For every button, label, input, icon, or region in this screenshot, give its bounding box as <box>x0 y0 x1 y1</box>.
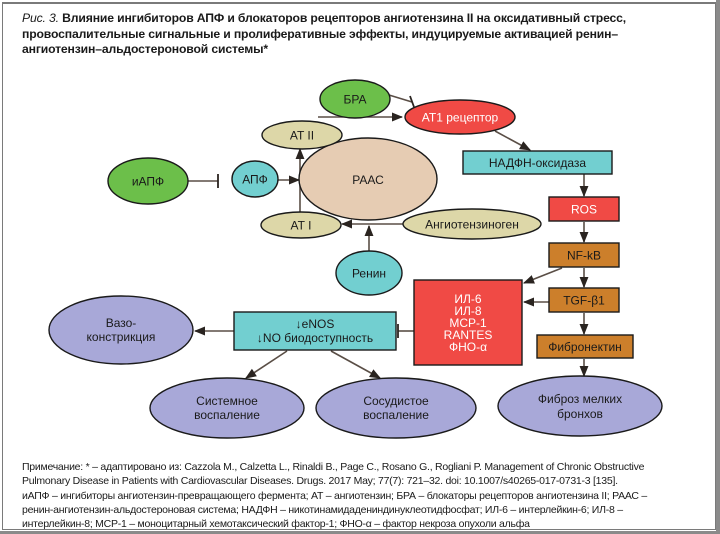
node-nadph-oxidase: НАДФН-оксидаза <box>462 150 613 175</box>
node-nfkb: NF-kB <box>548 242 620 268</box>
arrow-nfkb-cytokines <box>522 267 563 284</box>
node-at2-label: AT II <box>290 129 314 143</box>
cytokine-il8: ИЛ-8 <box>454 304 481 318</box>
figure-caption: Рис. 3. Влияние ингибиторов АПФ и блокат… <box>22 11 662 58</box>
node-raas: РААС <box>298 137 438 221</box>
node-bra-label: БРА <box>343 93 366 107</box>
cytokine-mcp1: MCP-1 <box>449 316 487 330</box>
node-at1-receptor-label: AT1 рецептор <box>422 111 499 125</box>
node-enos-line2: ↓NO биодоступность <box>257 331 373 345</box>
node-nadph-oxidase-label: НАДФН-оксидаза <box>489 156 587 170</box>
node-at1-receptor: AT1 рецептор <box>404 99 516 135</box>
inhibit-bar-bra <box>409 95 415 108</box>
node-bra: БРА <box>319 79 391 119</box>
node-apf: АПФ <box>231 160 279 198</box>
node-enos-line1: ↓eNOS <box>296 317 335 331</box>
frame-shadow-bottom <box>0 531 720 534</box>
node-fibrosis-line2: бронхов <box>557 407 603 421</box>
node-fibronectin: Фибронектин <box>536 334 634 359</box>
node-fibrosis-line1: Фиброз мелких <box>538 392 622 406</box>
arrow-enos-systemic <box>245 350 288 379</box>
node-ros-label: ROS <box>571 203 597 217</box>
node-vaso-line1: Вазо- <box>106 316 137 330</box>
node-renin-label: Ренин <box>352 267 386 281</box>
node-vascular-line2: воспаление <box>363 408 429 422</box>
node-at1-label: AT I <box>291 219 312 233</box>
node-apf-label: АПФ <box>242 173 268 187</box>
node-at1: AT I <box>260 211 342 239</box>
node-vaso-line2: констрикция <box>87 330 156 344</box>
inhibit-bra-at1r <box>388 94 413 103</box>
node-iapf-label: иАПФ <box>132 175 164 189</box>
note-line: ренин-ангиотензин-альдостероновая систем… <box>22 503 623 516</box>
cytokine-rantes: RANTES <box>444 328 493 342</box>
note-line: Pulmonary Disease in Patients with Cardi… <box>22 475 618 488</box>
node-nfkb-label: NF-kB <box>567 249 601 263</box>
node-angiotensinogen: Ангиотензиноген <box>402 208 542 240</box>
node-tgf: TGF-β1 <box>548 287 620 313</box>
node-raas-label: РААС <box>352 173 384 187</box>
figure-label: Рис. 3. <box>22 11 59 25</box>
node-fibronectin-label: Фибронектин <box>548 340 622 354</box>
node-vasoconstriction: Вазо- констрикция <box>48 295 194 365</box>
node-at2: AT II <box>261 120 343 150</box>
note-line: иАПФ – ингибиторы ангиотензин-превращающ… <box>22 489 648 502</box>
cytokine-tnf: ФНО-α <box>449 340 487 354</box>
node-vascular-line1: Сосудистое <box>363 394 429 408</box>
node-angiotensinogen-label: Ангиотензиноген <box>425 218 519 232</box>
node-ros: ROS <box>548 196 620 222</box>
node-systemic-line2: воспаление <box>194 408 260 422</box>
figure-note: Примечание: * – адаптировано из: Cazzola… <box>22 460 702 531</box>
node-cytokines: ИЛ-6 ИЛ-8 MCP-1 RANTES ФНО-α <box>413 279 523 366</box>
node-systemic-line1: Системное <box>196 394 258 408</box>
note-line: интерлейкин-8; MCP-1 – моноцитарный хемо… <box>22 518 530 531</box>
figure-title: Влияние ингибиторов АПФ и блокаторов рец… <box>22 11 627 56</box>
cytokine-il6: ИЛ-6 <box>454 292 481 306</box>
node-vascular-inflammation: Сосудистое воспаление <box>315 377 477 439</box>
arrow-enos-vascular <box>330 350 381 379</box>
node-tgf-label: TGF-β1 <box>563 294 605 308</box>
frame-shadow-right <box>716 0 720 534</box>
node-systemic-inflammation: Системное воспаление <box>149 377 305 439</box>
arrow-at1r-nadph <box>494 130 531 151</box>
note-line: Примечание: * – адаптировано из: Cazzola… <box>22 461 645 473</box>
node-renin: Ренин <box>335 250 403 296</box>
node-enos: ↓eNOS ↓NO биодоступность <box>233 311 397 351</box>
node-iapf: иАПФ <box>107 157 189 205</box>
node-fibrosis: Фиброз мелких бронхов <box>497 375 663 437</box>
